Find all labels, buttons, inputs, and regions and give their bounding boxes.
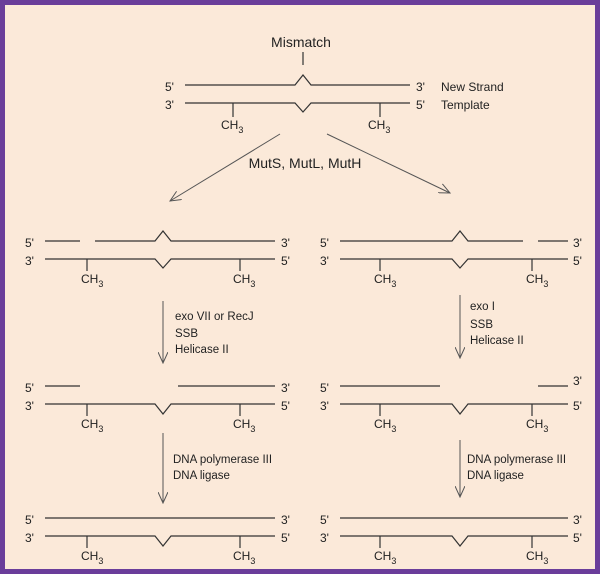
left-b-methyl-2: CH3 xyxy=(233,417,255,434)
left-c-3-label: 3' xyxy=(281,513,290,527)
left-c-3-template-label: 3' xyxy=(25,531,34,545)
right-c-5-template-label: 5' xyxy=(573,531,582,545)
new-strand-label: New Strand xyxy=(441,80,504,94)
top-new-3-label: 3' xyxy=(416,80,425,94)
left-b-3-label: 3' xyxy=(281,381,290,395)
left-c-5-label: 5' xyxy=(25,513,34,527)
left-c-template-strand xyxy=(45,535,275,547)
top-template-3-label: 3' xyxy=(165,98,174,112)
right-a-5-template-label: 5' xyxy=(573,254,582,268)
left-c-methyl-1: CH3 xyxy=(81,549,103,566)
left-step1-line2: SSB xyxy=(175,328,198,340)
left-a-5-template-label: 5' xyxy=(281,254,290,268)
right-b-3-template-label: 3' xyxy=(320,399,329,413)
template-label: Template xyxy=(441,98,490,112)
right-step1-line3: Helicase II xyxy=(470,335,524,347)
top-methyl-right: CH3 xyxy=(368,118,390,135)
top-template-strand xyxy=(185,102,410,113)
right-c-3-label: 3' xyxy=(573,513,582,527)
right-b-methyl-2: CH3 xyxy=(526,417,548,434)
mismatch-repair-diagram: Mismatch 5' 3' New Strand 3' 5' Template… xyxy=(25,34,582,566)
left-b-5-template-label: 5' xyxy=(281,399,290,413)
left-step2-line2: DNA ligase xyxy=(173,470,230,482)
right-step2-line1: DNA polymerase III xyxy=(467,454,566,466)
left-step1-line1: exo VII or RecJ xyxy=(175,311,254,323)
top-new-5-label: 5' xyxy=(165,80,174,94)
right-a-methyl-1: CH3 xyxy=(374,272,396,289)
left-a-3-template-label: 3' xyxy=(25,254,34,268)
right-b-methyl-1: CH3 xyxy=(374,417,396,434)
left-a-5-label: 5' xyxy=(25,236,34,250)
right-a-methyl-2: CH3 xyxy=(526,272,548,289)
right-b-template-strand xyxy=(340,403,568,415)
right-a-5-label: 5' xyxy=(320,236,329,250)
right-b-3-label: 3' xyxy=(573,374,582,388)
right-a-template-strand xyxy=(340,258,568,269)
right-c-3-template-label: 3' xyxy=(320,531,329,545)
left-a-template-strand xyxy=(45,258,275,269)
left-a-3-label: 3' xyxy=(281,236,290,250)
left-b-5-label: 5' xyxy=(25,381,34,395)
mut-enzymes-label: MutS, MutL, MutH xyxy=(249,155,362,171)
left-c-methyl-2: CH3 xyxy=(233,549,255,566)
right-c-5-label: 5' xyxy=(320,513,329,527)
left-step1-line3: Helicase II xyxy=(175,344,229,356)
right-b-5-template-label: 5' xyxy=(573,399,582,413)
right-step1-line2: SSB xyxy=(470,319,493,331)
left-a-methyl-2: CH3 xyxy=(233,272,255,289)
right-a-3-label: 3' xyxy=(573,236,582,250)
right-step1-line1: exo I xyxy=(470,301,495,313)
split-arrow-right xyxy=(326,133,450,193)
split-arrow-left xyxy=(170,133,281,201)
right-c-methyl-1: CH3 xyxy=(374,549,396,566)
left-b-template-strand xyxy=(45,403,275,415)
right-c-template-strand xyxy=(340,535,568,547)
left-c-5-template-label: 5' xyxy=(281,531,290,545)
left-b-methyl-1: CH3 xyxy=(81,417,103,434)
right-c-methyl-2: CH3 xyxy=(526,549,548,566)
left-a-methyl-1: CH3 xyxy=(81,272,103,289)
left-step2-line1: DNA polymerase III xyxy=(173,454,272,466)
right-a-3-template-label: 3' xyxy=(320,254,329,268)
right-a-new-strand xyxy=(340,230,523,242)
right-step2-line2: DNA ligase xyxy=(467,470,524,482)
right-b-5-label: 5' xyxy=(320,381,329,395)
top-template-5-label: 5' xyxy=(416,98,425,112)
mismatch-label: Mismatch xyxy=(271,34,331,50)
top-methyl-left: CH3 xyxy=(221,118,243,135)
left-a-new-strand xyxy=(95,230,275,242)
left-b-3-template-label: 3' xyxy=(25,399,34,413)
top-new-strand xyxy=(185,74,410,86)
